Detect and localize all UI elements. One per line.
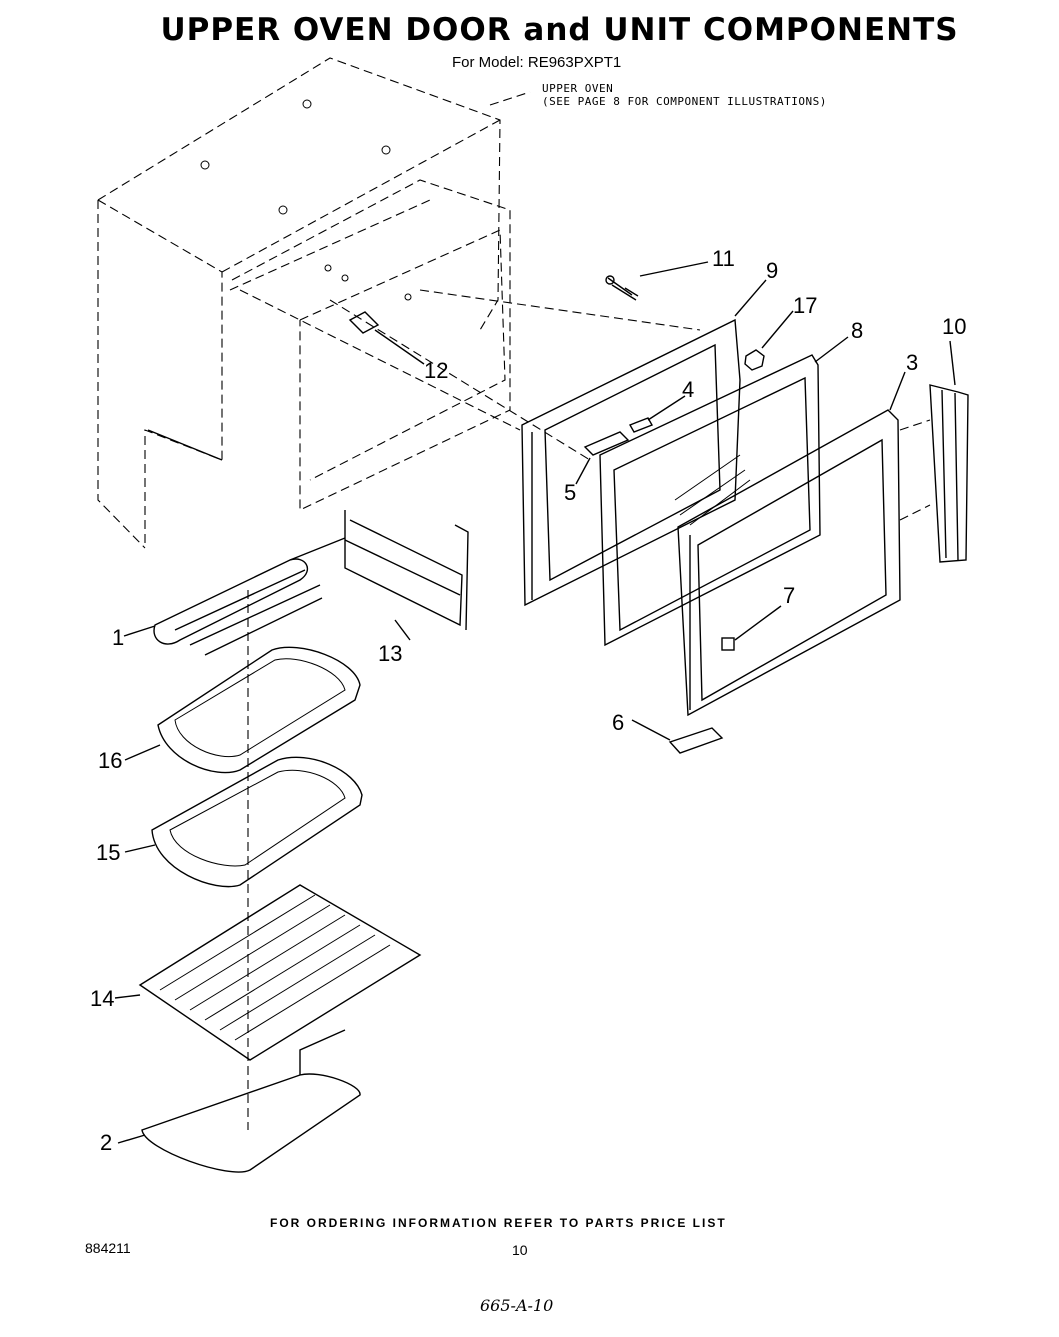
callout-4: 4 (682, 377, 694, 402)
page-title: UPPER OVEN DOOR and UNIT COMPONENTS (160, 12, 959, 48)
part-1-broil-element (153, 537, 346, 656)
callout-7: 7 (783, 583, 795, 608)
part-10-side-trim (929, 384, 969, 563)
callout-13: 13 (378, 641, 402, 666)
callout-16: 16 (98, 748, 122, 773)
callout-14: 14 (90, 986, 114, 1011)
leader-lines (114, 261, 956, 1144)
part-17-nut (744, 349, 765, 371)
callout-15: 15 (96, 840, 120, 865)
callout-9: 9 (766, 258, 778, 283)
ordering-footer: FOR ORDERING INFORMATION REFER TO PARTS … (270, 1216, 727, 1230)
part-6-hinge-plate (668, 727, 724, 754)
callout-5: 5 (564, 480, 576, 505)
part-16-broiler-grid (157, 646, 361, 774)
part-13-bracket (344, 510, 469, 631)
callout-labels: 1 2 3 4 5 6 7 8 9 10 11 12 13 14 15 16 1… (90, 246, 966, 1155)
part-9-door-liner (521, 318, 741, 607)
part-14-oven-rack (138, 884, 422, 1061)
callout-1: 1 (112, 625, 124, 650)
callout-8: 8 (851, 318, 863, 343)
callout-11: 11 (712, 246, 735, 271)
callout-6: 6 (612, 710, 624, 735)
upper-oven-note: UPPER OVEN (SEE PAGE 8 FOR COMPONENT ILL… (542, 82, 827, 108)
note-line-1: UPPER OVEN (542, 82, 614, 95)
callout-10: 10 (942, 314, 966, 339)
part-3-door-frame (677, 409, 901, 717)
callout-17: 17 (793, 293, 817, 318)
page-number: 10 (512, 1242, 528, 1258)
note-line-2: (SEE PAGE 8 FOR COMPONENT ILLUSTRATIONS) (542, 95, 827, 108)
part-8-door-glass (599, 354, 821, 647)
callout-2: 2 (100, 1130, 112, 1155)
part-2-bake-element (141, 1029, 361, 1173)
part-11-screw (605, 275, 639, 301)
part-4-5-clips (583, 417, 654, 456)
part-15-broiler-pan (151, 756, 363, 888)
upper-oven-cabinet (97, 57, 931, 549)
model-subtitle: For Model: RE963PXPT1 (452, 54, 622, 71)
handwritten-code: 665-A-10 (480, 1296, 554, 1315)
callout-12: 12 (424, 358, 448, 383)
callout-3: 3 (906, 350, 918, 375)
part-7-bumper (721, 637, 735, 651)
document-number: 884211 (85, 1240, 131, 1256)
